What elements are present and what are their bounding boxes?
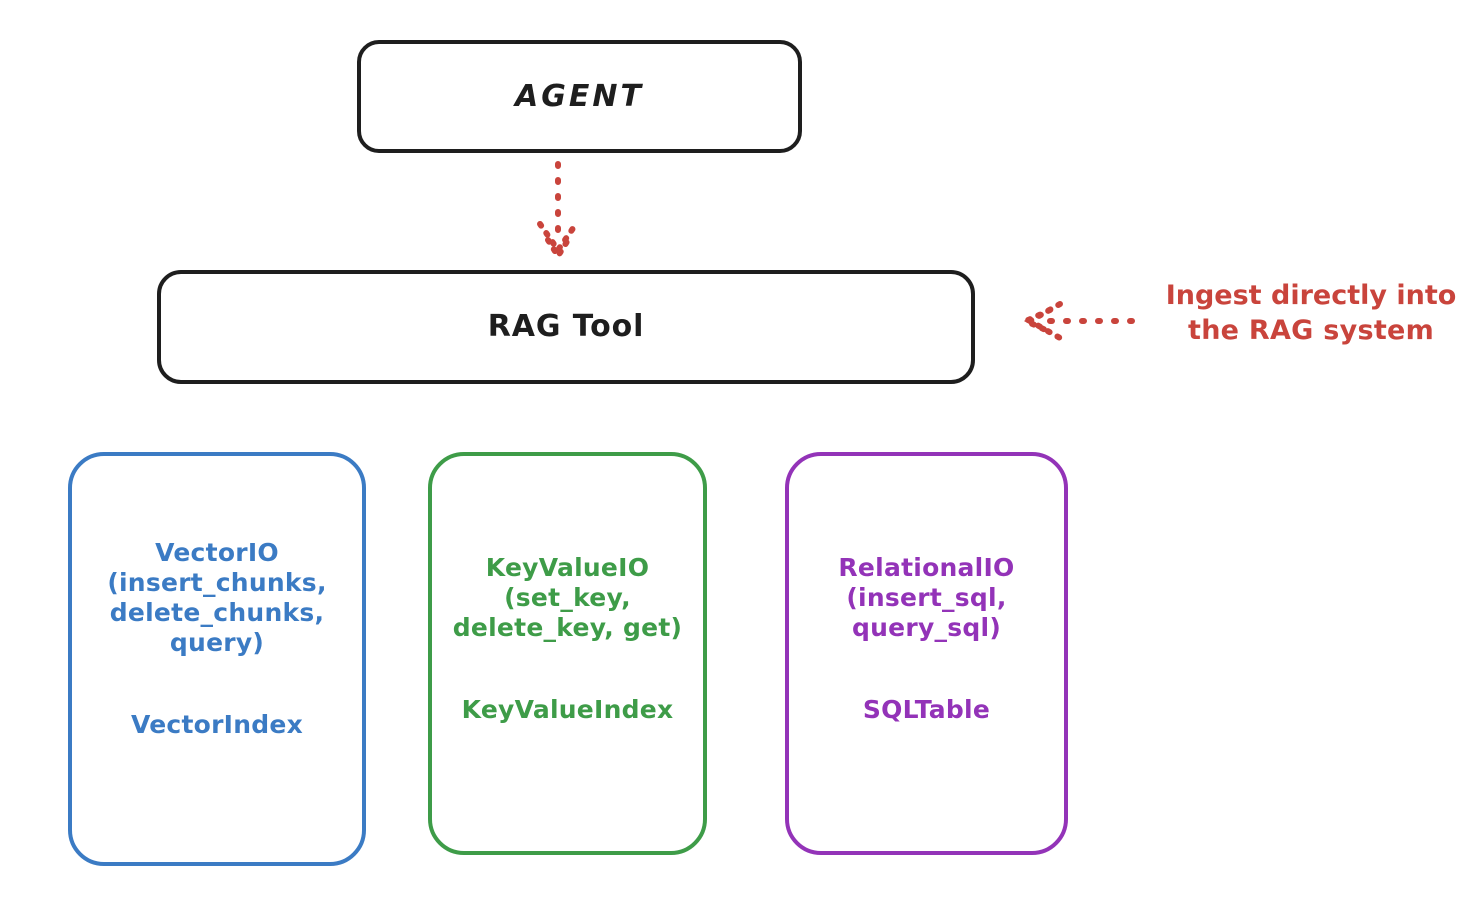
relationalio-subtitle: SQLTable [862, 695, 991, 724]
relationalio-node[interactable]: RelationalIO (insert_sql, query_sql) SQL… [785, 452, 1068, 855]
ingest-arrow-head [1023, 301, 1063, 341]
keyvalueio-subtitle: KeyValueIndex [461, 695, 674, 724]
ingest-annotation-line-2: the RAG system [1188, 315, 1434, 347]
relationalio-title: RelationalIO (insert_sql, query_sql) [838, 553, 1015, 642]
rag-tool-node[interactable]: RAG Tool [157, 270, 975, 384]
keyvalueio-title: KeyValueIO (set_key, delete_key, get) [452, 553, 683, 642]
agent-to-rag-tool-arrow [537, 161, 579, 262]
rag-tool-node-label: RAG Tool [487, 309, 645, 345]
vectorio-node[interactable]: VectorIO (insert_chunks, delete_chunks, … [68, 452, 366, 866]
vectorio-title: VectorIO (insert_chunks, delete_chunks, … [107, 538, 327, 657]
ingest-annotation-line-1: Ingest directly into [1165, 280, 1457, 311]
arrow-head-inner [545, 237, 571, 262]
agent-node[interactable]: AGENT [357, 40, 802, 153]
vectorio-subtitle: VectorIndex [130, 710, 304, 739]
ingest-annotation: Ingest directly into the RAG system [1146, 278, 1476, 348]
ingest-arrow [1018, 301, 1135, 341]
arrow-head [537, 221, 579, 256]
agent-node-label: AGENT [515, 78, 644, 114]
ingest-arrow-head-inner [1018, 307, 1053, 335]
keyvalueio-node[interactable]: KeyValueIO (set_key, delete_key, get) Ke… [428, 452, 707, 855]
